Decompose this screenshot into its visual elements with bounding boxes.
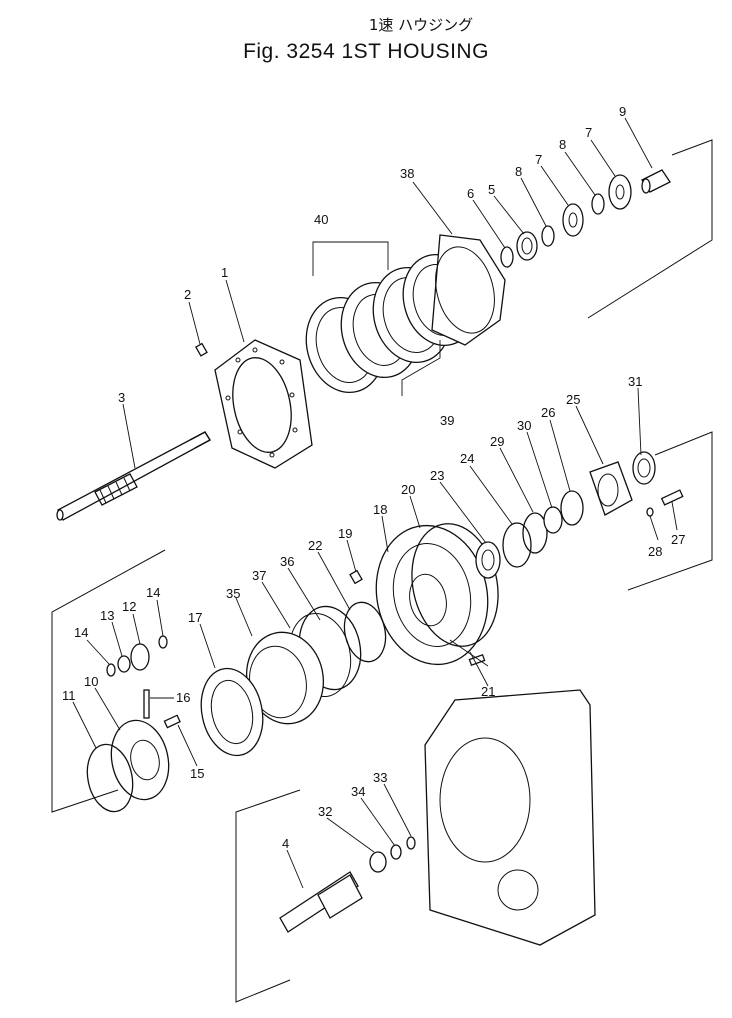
callout-8b: 8 (559, 137, 566, 152)
callout-39: 39 (440, 413, 454, 428)
callout-25: 25 (566, 392, 580, 407)
part-17-gear-ring (200, 667, 264, 757)
callout-22: 22 (308, 538, 322, 553)
callout-8a: 8 (515, 164, 522, 179)
part-20-seal-ring (411, 523, 499, 647)
part-38-disc (431, 234, 506, 346)
callout-32: 32 (318, 804, 332, 819)
callout-17: 17 (188, 610, 202, 625)
callout-5: 5 (488, 182, 495, 197)
parts-22-37-rings (245, 569, 387, 725)
callout-4: 4 (282, 836, 289, 851)
callout-26: 26 (541, 405, 555, 420)
callout-29: 29 (490, 434, 504, 449)
callout-20: 20 (401, 482, 415, 497)
callout-11: 11 (62, 688, 76, 703)
callout-10: 10 (84, 674, 98, 689)
transmission-case (424, 653, 596, 946)
leader-lines (72, 117, 678, 889)
callout-18: 18 (373, 502, 387, 517)
callout-23: 23 (430, 468, 444, 483)
callout-21: 21 (481, 684, 495, 699)
callout-30: 30 (517, 418, 531, 433)
part-1-plate (214, 339, 313, 469)
callout-15: 15 (190, 766, 204, 781)
callout-14b: 14 (146, 585, 160, 600)
callout-34: 34 (351, 784, 365, 799)
part-3-main-shaft (56, 431, 211, 521)
callout-6: 6 (467, 186, 474, 201)
frame-lines (51, 139, 713, 1003)
callout-28: 28 (648, 544, 662, 559)
callout-12: 12 (122, 599, 136, 614)
part-2-pin (195, 342, 208, 357)
callout-14a: 14 (74, 625, 88, 640)
callout-35: 35 (226, 586, 240, 601)
part-18-housing (375, 524, 489, 666)
callout-13: 13 (100, 608, 114, 623)
callout-38: 38 (400, 166, 414, 181)
callout-1: 1 (221, 265, 228, 280)
part-4-shaft (279, 836, 416, 933)
callout-27: 27 (671, 532, 685, 547)
callout-7b: 7 (585, 125, 592, 140)
title-english: Fig. 3254 1ST HOUSING (243, 40, 489, 63)
callout-37: 37 (252, 568, 266, 583)
title-japanese: 1速 ハウジング (368, 16, 474, 34)
callout-33: 33 (373, 770, 387, 785)
callout-9: 9 (619, 104, 626, 119)
callout-7a: 7 (535, 152, 542, 167)
callout-36: 36 (280, 554, 294, 569)
callout-16: 16 (176, 690, 190, 705)
callout-24: 24 (460, 451, 474, 466)
callout-labels: 1 2 3 4 5 6 7 7 8 8 9 10 11 12 13 14 14 … (62, 104, 685, 851)
callout-2: 2 (184, 287, 191, 302)
callout-3: 3 (118, 390, 125, 405)
parts-10-16-carrier (86, 635, 181, 813)
callout-19: 19 (338, 526, 352, 541)
parts-5-9-stack (500, 169, 671, 268)
parts-23-31-stack (475, 451, 684, 579)
callout-31: 31 (628, 374, 642, 389)
callout-40: 40 (314, 212, 328, 227)
